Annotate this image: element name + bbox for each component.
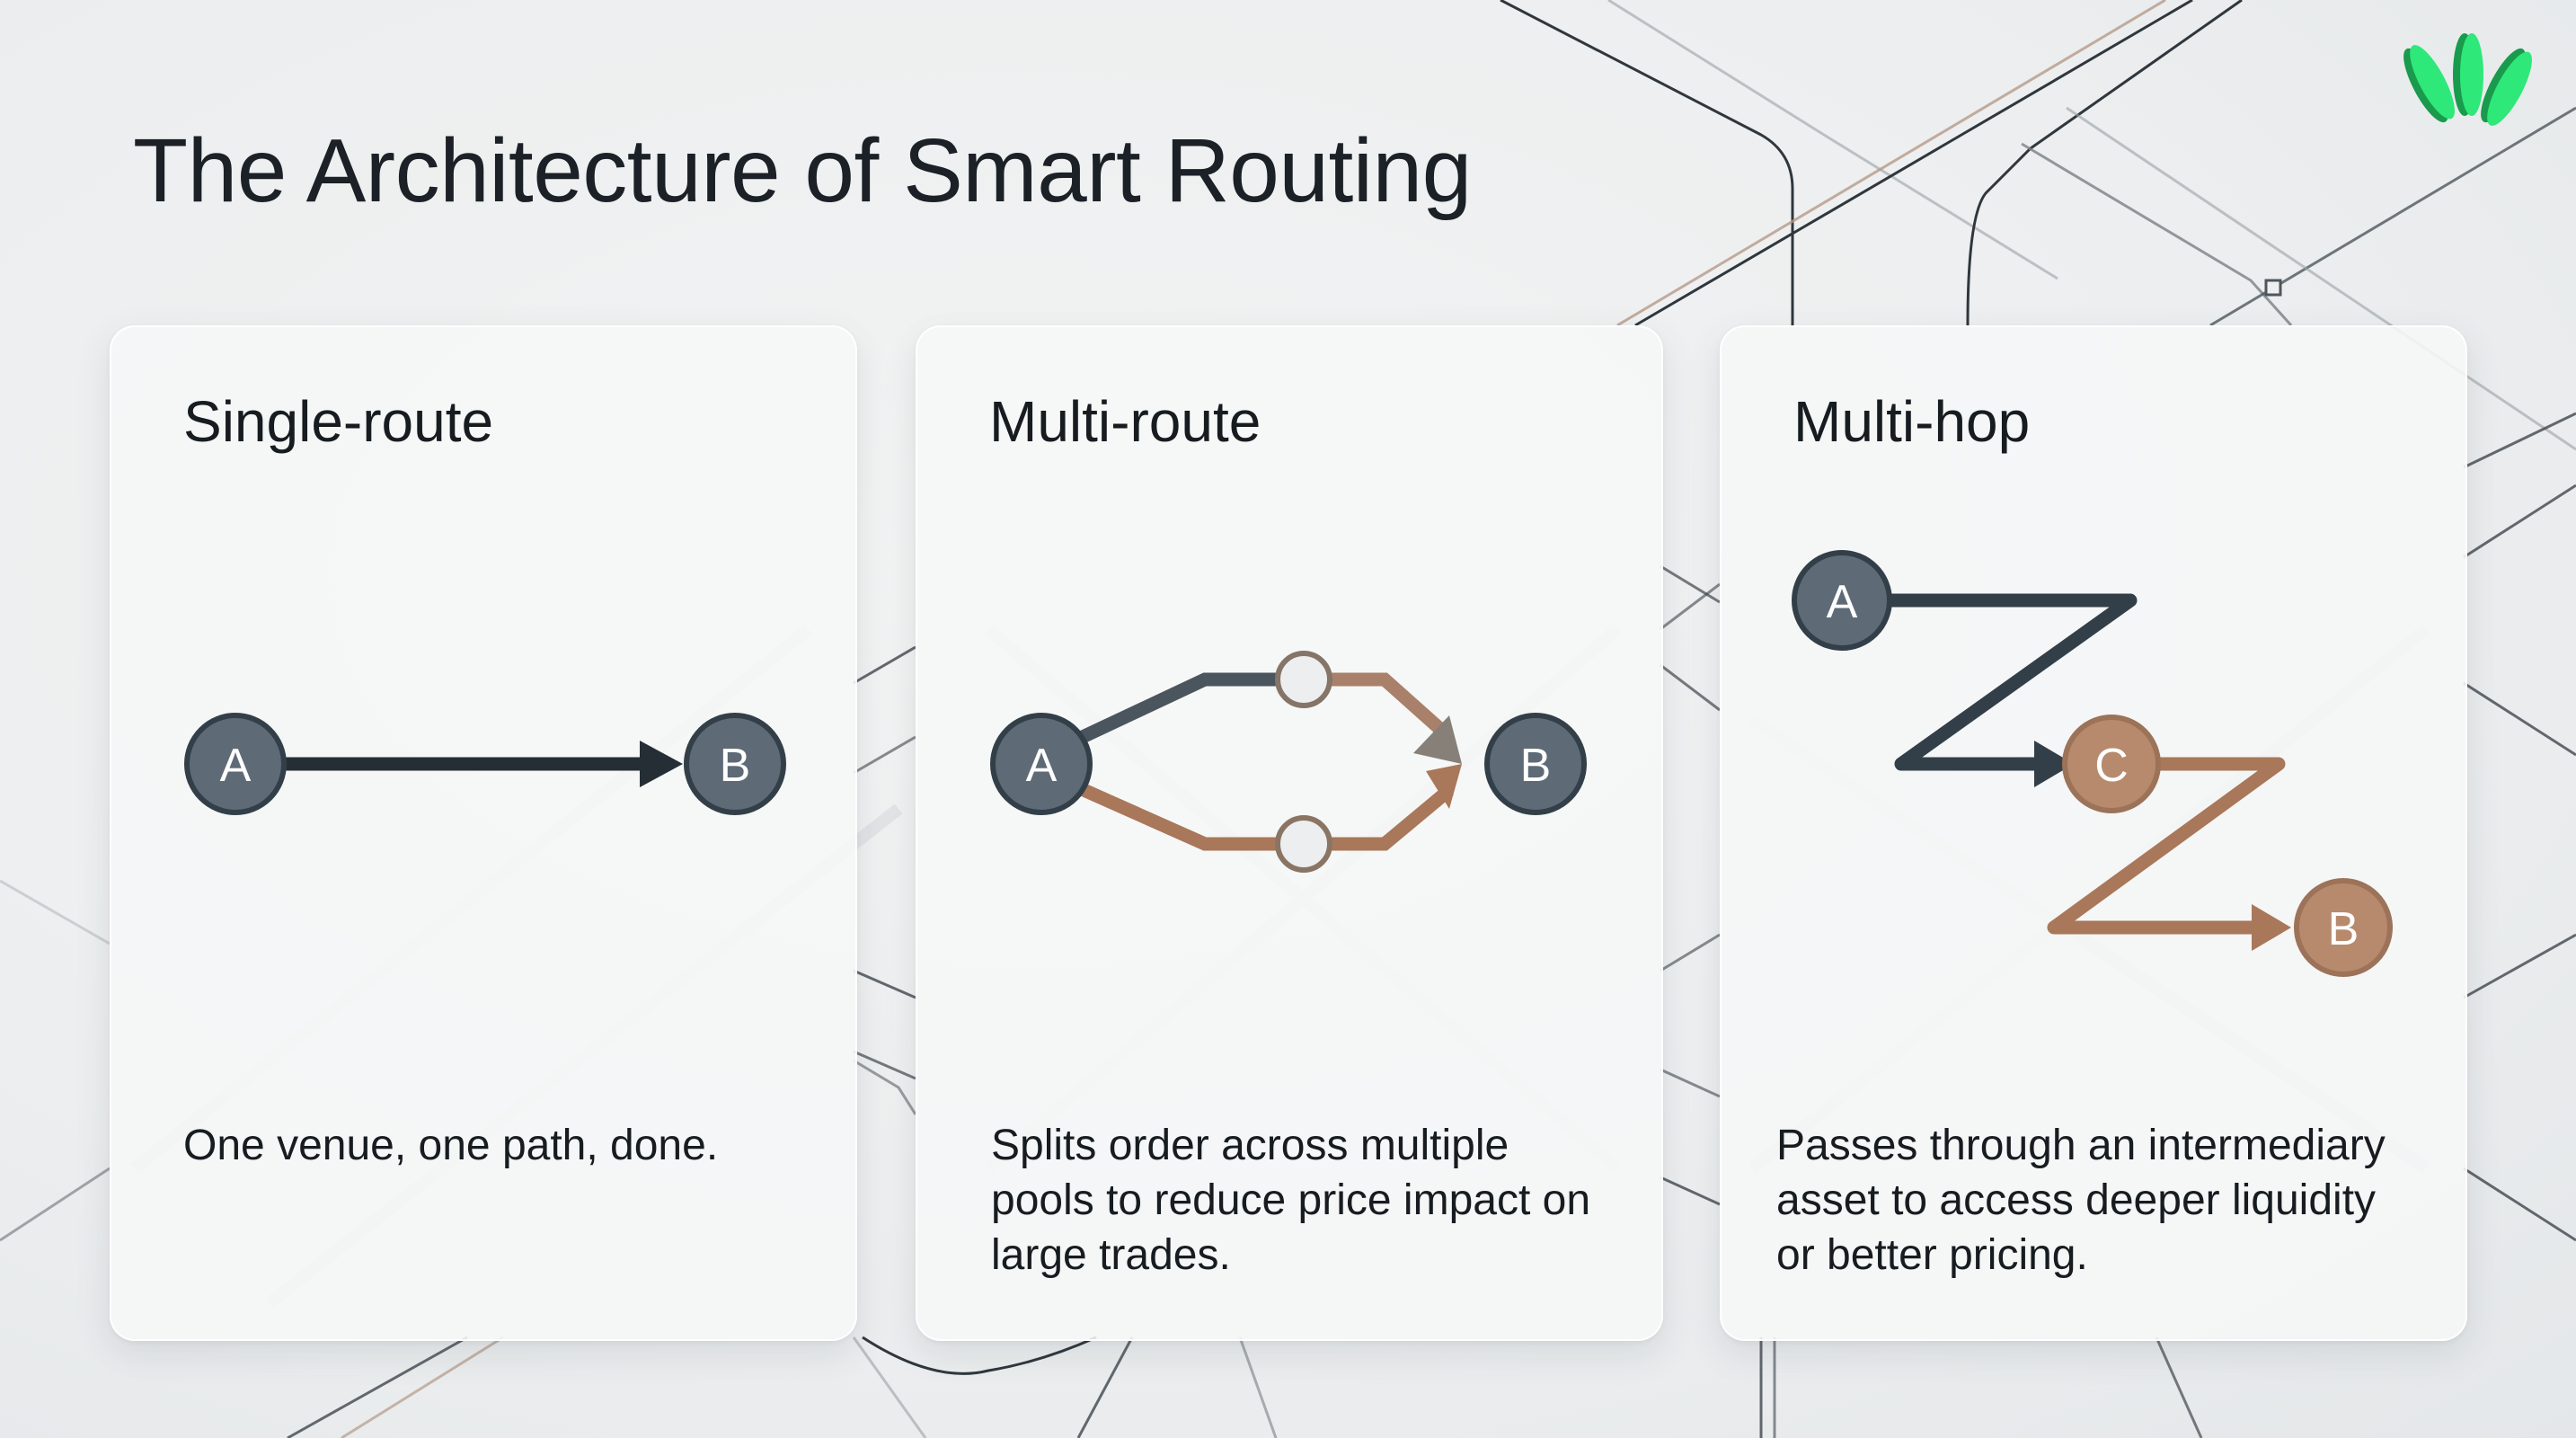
arrow-head-icon [2252, 904, 2291, 951]
arrow-head-icon [1426, 764, 1462, 809]
single-route-diagram: A B [184, 713, 786, 815]
node-a: A [990, 713, 1093, 815]
pool-node-lower [1275, 815, 1332, 873]
arrow-head-icon [2034, 741, 2074, 787]
pool-node-upper [1275, 651, 1332, 708]
svg-text:A: A [220, 740, 252, 792]
card-description: One venue, one path, done. [183, 1122, 719, 1169]
node-a: A [1792, 550, 1892, 651]
card-multi-hop: A C B Multi-hop Passes through an interm… [1720, 325, 2467, 1341]
svg-text:B: B [2328, 903, 2359, 955]
svg-text:B: B [720, 740, 751, 792]
card-description: Splits order across multiple pools to re… [991, 1122, 1591, 1279]
arrow-head-icon [640, 741, 683, 787]
arrow-head-icon [1413, 715, 1462, 764]
node-b: B [2294, 878, 2393, 977]
node-b: B [684, 713, 786, 815]
svg-text:B: B [1520, 740, 1552, 792]
brand-logo-icon [2403, 33, 2532, 126]
svg-text:A: A [1026, 740, 1058, 792]
node-b: B [1484, 713, 1587, 815]
card-single-route: A B Single-route One venue, one path, do… [110, 325, 857, 1341]
card-title: Multi-route [989, 389, 1261, 454]
node-c: C [2062, 715, 2161, 813]
card-description: Passes through an intermediary asset to … [1776, 1122, 2386, 1279]
svg-text:A: A [1827, 576, 1858, 628]
svg-text:C: C [2094, 740, 2129, 792]
node-a: A [184, 713, 287, 815]
page-title: The Architecture of Smart Routing [133, 120, 1472, 221]
card-title: Single-route [183, 389, 494, 454]
card-title: Multi-hop [1793, 389, 2031, 454]
card-multi-route: A B Multi-route Splits order across mult… [916, 325, 1663, 1341]
multi-hop-diagram: A C B [1792, 550, 2393, 977]
multi-route-diagram: A B [990, 651, 1587, 873]
